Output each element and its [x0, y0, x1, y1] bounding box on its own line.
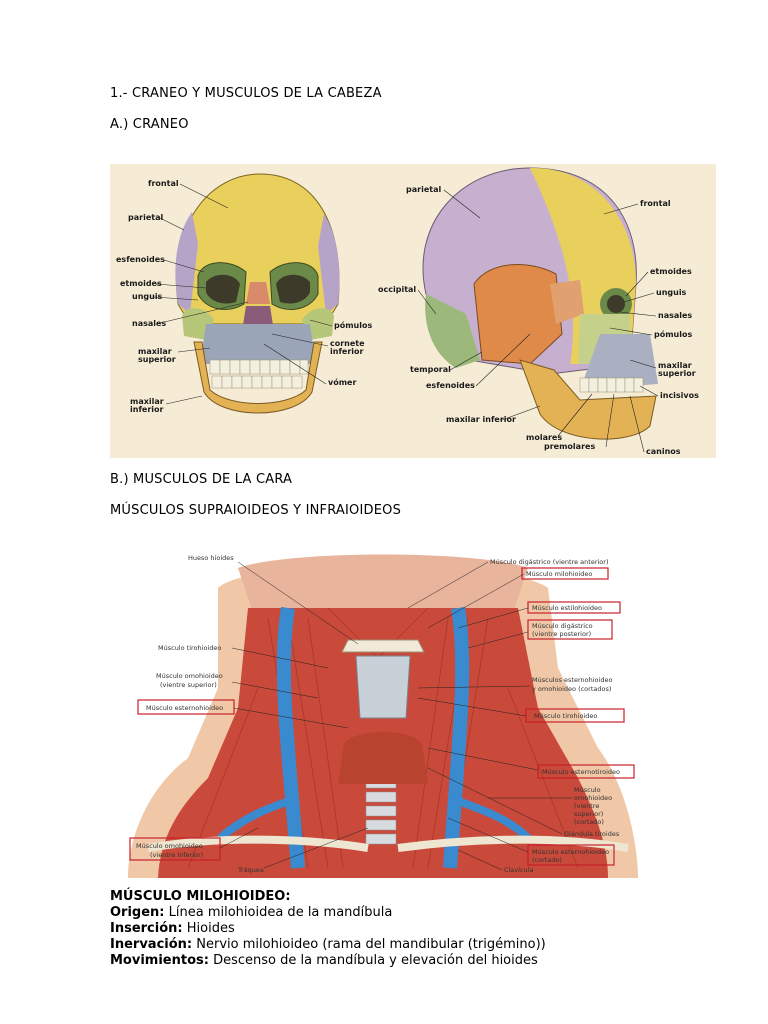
origen-row: Origen: Línea milohioidea de la mandíbul…: [110, 905, 393, 920]
anatomy-label: maxilar inferior: [446, 415, 516, 424]
anatomy-label: maxilar: [138, 347, 172, 356]
anatomy-label: nasales: [658, 311, 692, 320]
anatomy-label: superior: [658, 369, 696, 378]
anatomy-label: Músculo tirohioideo: [158, 644, 221, 652]
anatomy-label: (cortado): [532, 856, 562, 864]
muscle-info: MÚSCULO MILOHIOIDEO: Origen: Línea miloh…: [110, 889, 546, 969]
front-leader-lines: [153, 183, 333, 405]
anatomy-label: (vientre inferior): [150, 851, 203, 859]
anatomy-label: inferior: [330, 347, 364, 356]
anatomy-label: caninos: [646, 447, 681, 456]
highlight-esternotiroideo: [537, 764, 635, 779]
anatomy-label: superior: [138, 355, 176, 364]
anatomy-label: Hueso hioides: [188, 554, 234, 562]
anatomy-label: parietal: [406, 185, 441, 194]
lateral-leader-lines: [417, 189, 659, 453]
label-frontal: frontal: [148, 179, 179, 188]
anatomy-label: Músculo esternohioideo: [532, 848, 609, 856]
anatomy-label: (vientre: [574, 802, 599, 810]
insercion-row: Inserción: Hioides: [110, 921, 235, 936]
anatomy-label: temporal: [410, 365, 451, 374]
anatomy-label: cornete: [330, 339, 365, 348]
anatomy-label: Músculo: [574, 786, 601, 794]
anatomy-label: vómer: [328, 377, 356, 387]
craneo-heading: A.) CRANEO: [110, 117, 189, 132]
neck-muscles-illustration: Hueso hioides Músculo tirohioideo Múscul…: [128, 548, 638, 878]
anatomy-label: incisivos: [660, 391, 699, 400]
anatomy-label: Músculo omohioideo: [156, 672, 223, 680]
movimientos-row: Movimientos: Descenso de la mandíbula y …: [110, 953, 538, 968]
highlight-tirohioideo-right: [525, 708, 625, 723]
lateral-skull: [422, 167, 658, 440]
anatomy-label: Músculo milohioideo: [526, 570, 592, 578]
highlight-esternohioideo-right: [527, 844, 615, 866]
anatomy-label: Tráquea: [237, 866, 264, 874]
anatomy-label: molares: [526, 433, 562, 442]
muscle-title: MÚSCULO MILOHIOIDEO:: [110, 889, 291, 904]
highlight-milohioideo: [521, 567, 609, 580]
neck-leader-lines: [219, 561, 572, 871]
anatomy-label: maxilar: [658, 361, 692, 370]
highlight-estilohioideo: [527, 601, 621, 614]
anatomy-label: esfenoides: [426, 381, 475, 390]
skull-illustration: frontal parietal esfenoides etmoides ung…: [110, 164, 716, 458]
anatomy-label: occipital: [378, 285, 416, 294]
anatomy-label: Músculo estilohioideo: [532, 604, 602, 612]
anatomy-label: Músculo esternotiroideo: [542, 768, 620, 776]
anatomy-label: omohioideo: [574, 794, 612, 802]
anatomy-label: pómulos: [334, 320, 372, 330]
anatomy-label: Glándula tiroides: [564, 830, 620, 838]
anatomy-label: Músculo omohioideo: [136, 842, 203, 850]
anatomy-label: Músculos esternohioideo: [532, 676, 612, 684]
anatomy-label: (vientre superior): [160, 681, 217, 689]
anatomy-label: frontal: [640, 199, 671, 208]
anatomy-label: y omohioideo (cortados): [532, 685, 611, 693]
neck-right-labels: Músculo digástrico (vientre anterior) Mú…: [490, 558, 620, 874]
anatomy-label: unguis: [656, 288, 687, 297]
anatomy-label: unguis: [132, 292, 163, 301]
anatomy-label: Músculo tirohioideo: [534, 712, 597, 720]
section-heading: 1.- CRANEO Y MUSCULOS DE LA CABEZA: [110, 86, 382, 101]
anatomy-label: etmoides: [650, 267, 692, 276]
front-skull: [175, 173, 340, 414]
anatomy-label: nasales: [132, 319, 166, 328]
anatomy-label: esfenoides: [116, 255, 165, 264]
anatomy-label: Músculo digástrico (vientre anterior): [490, 558, 609, 566]
anatomy-label: premolares: [544, 442, 595, 451]
anatomy-label: (cortado): [574, 818, 604, 826]
lateral-skull-labels: parietal frontal occipital etmoides ungu…: [378, 185, 699, 456]
neck-left-labels: Hueso hioides Músculo tirohioideo Múscul…: [136, 554, 264, 874]
anatomy-label: maxilar: [130, 397, 164, 406]
musculos-heading: B.) MUSCULOS DE LA CARA: [110, 472, 293, 487]
anatomy-label: superior): [574, 810, 603, 818]
anatomy-label: parietal: [128, 213, 163, 222]
anatomy-label: Músculo digástrico: [532, 622, 593, 630]
highlight-digastrico-posterior: [527, 619, 613, 640]
front-skull-labels: frontal parietal esfenoides etmoides ung…: [116, 179, 372, 414]
highlight-omohioideo-inferior: [129, 837, 221, 861]
anatomy-label: Músculo esternohioideo: [146, 704, 223, 712]
supra-infra-heading: MÚSCULOS SUPRAIOIDEOS Y INFRAIOIDEOS: [110, 503, 402, 518]
highlight-esternohioideo-left: [137, 699, 235, 715]
anatomy-label: inferior: [130, 405, 164, 414]
anatomy-label: Clavícula: [504, 866, 533, 874]
anatomy-label: etmoides: [120, 279, 162, 288]
anatomy-label: pómulos: [654, 329, 692, 339]
anatomy-label: (vientre posterior): [532, 630, 591, 638]
inervacion-row: Inervación: Nervio milohioideo (rama del…: [110, 937, 546, 952]
